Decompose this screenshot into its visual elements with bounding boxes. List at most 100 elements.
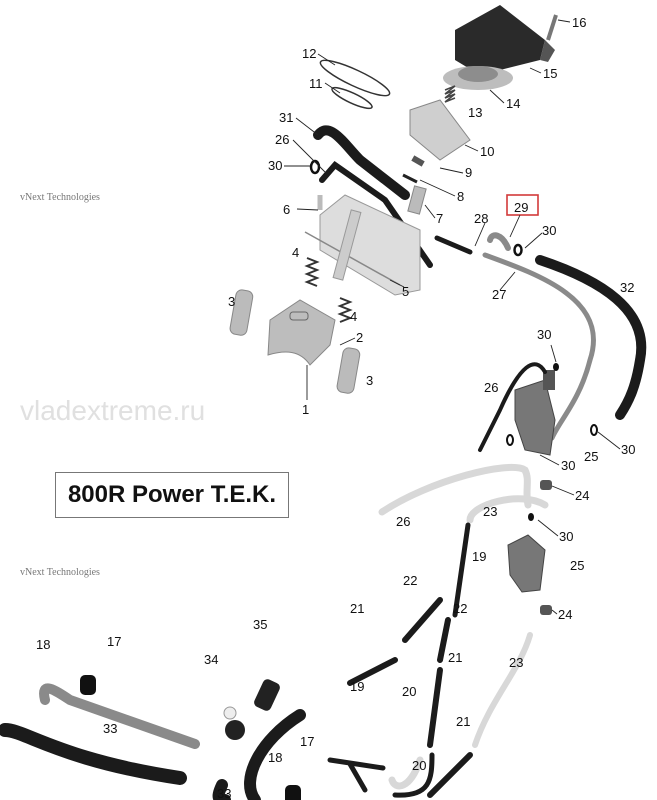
part-spring-13	[444, 85, 456, 103]
elbow-20	[388, 756, 424, 790]
clamp-30	[309, 159, 321, 175]
callout-23[interactable]: 23	[483, 504, 497, 519]
filter-21a	[347, 657, 398, 686]
callout-11[interactable]: 11	[309, 76, 323, 91]
watermark-vnext-2: vNext Technologies	[20, 567, 100, 578]
part-cover	[455, 5, 558, 75]
callout-17-b[interactable]: 17	[300, 734, 314, 749]
hose-22	[402, 597, 443, 643]
part-springs-4	[304, 257, 353, 323]
callout-30[interactable]: 30	[268, 158, 282, 173]
callout-8[interactable]: 8	[457, 189, 464, 204]
hose-23	[466, 495, 549, 524]
callout-4[interactable]: 4	[292, 245, 299, 260]
part-sleeves-3	[229, 289, 361, 394]
hose-26b	[478, 362, 547, 452]
part-o-rings	[319, 59, 391, 110]
callout-21[interactable]: 21	[350, 601, 364, 616]
callout-16[interactable]: 16	[572, 15, 586, 30]
callout-1[interactable]: 1	[302, 402, 309, 417]
callout-23-b[interactable]: 23	[509, 655, 523, 670]
part-diaphragm	[443, 66, 513, 90]
callout-30-e[interactable]: 30	[621, 442, 635, 457]
callout-25-b[interactable]: 25	[570, 558, 584, 573]
filter-21b	[427, 667, 443, 748]
clamp-30b	[513, 243, 523, 257]
callout-18[interactable]: 18	[36, 637, 50, 652]
callout-2[interactable]: 2	[356, 330, 363, 345]
callout-30-b[interactable]: 30	[542, 223, 556, 238]
callout-9[interactable]: 9	[465, 165, 472, 180]
callout-26-b[interactable]: 26	[484, 380, 498, 395]
callout-24[interactable]: 24	[575, 488, 589, 503]
callout-20-b[interactable]: 20	[412, 758, 426, 773]
callout-34[interactable]: 34	[204, 652, 218, 667]
part-base-1	[267, 209, 362, 366]
callout-3[interactable]: 3	[228, 294, 235, 309]
y-fitting-19	[452, 522, 471, 618]
callout-21-c[interactable]: 21	[456, 714, 470, 729]
callout-13[interactable]: 13	[468, 105, 482, 120]
callout-6[interactable]: 6	[283, 202, 290, 217]
valve-25-upper	[514, 370, 556, 456]
hose-26c	[378, 463, 532, 516]
callout-4-b[interactable]: 4	[350, 309, 357, 324]
hose-32	[535, 255, 647, 420]
watermark-site: vladextreme.ru	[20, 395, 205, 426]
callout-25[interactable]: 25	[584, 449, 598, 464]
callout-20[interactable]: 20	[402, 684, 416, 699]
callout-3-b[interactable]: 3	[366, 373, 373, 388]
callouts: 16 15 12 11 14 13 31 10 26 30 9 8 7 6 28…	[36, 15, 635, 800]
callout-12[interactable]: 12	[302, 46, 316, 61]
callout-28[interactable]: 28	[474, 211, 488, 226]
watermark-vnext: vNext Technologies	[20, 192, 100, 203]
callout-32[interactable]: 32	[620, 280, 634, 295]
callout-21-b[interactable]: 21	[448, 650, 462, 665]
hose-23b	[472, 632, 533, 748]
callout-18-b[interactable]: 18	[268, 750, 282, 765]
callout-14[interactable]: 14	[506, 96, 520, 111]
callout-29[interactable]: 29	[514, 200, 528, 215]
callout-26[interactable]: 26	[275, 132, 289, 147]
clamp-34	[223, 706, 245, 740]
sleeve-35	[254, 679, 280, 711]
hose-18	[39, 683, 200, 749]
leader-lines	[284, 19, 621, 615]
clamp-24	[540, 480, 552, 615]
callout-35[interactable]: 35	[253, 617, 267, 632]
callout-27[interactable]: 27	[492, 287, 506, 302]
callout-5[interactable]: 5	[402, 284, 409, 299]
callout-15[interactable]: 15	[543, 66, 557, 81]
clamp-17	[80, 675, 301, 800]
elbow-29	[487, 232, 511, 251]
callout-26-c[interactable]: 26	[396, 514, 410, 529]
callout-33[interactable]: 33	[103, 721, 117, 736]
hose-27	[482, 252, 596, 441]
callout-33-b[interactable]: 33	[217, 786, 231, 800]
part-small-items	[402, 155, 427, 215]
callout-19-b[interactable]: 19	[350, 679, 364, 694]
highlight-box	[506, 194, 539, 216]
callout-30-f[interactable]: 30	[559, 529, 573, 544]
valve-25-lower	[507, 513, 546, 593]
part-housing-6	[304, 194, 421, 296]
hose-31	[313, 125, 410, 200]
callout-10[interactable]: 10	[480, 144, 494, 159]
callout-19[interactable]: 19	[472, 549, 486, 564]
filter-21c	[427, 752, 473, 798]
callout-7[interactable]: 7	[436, 211, 443, 226]
callout-22-b[interactable]: 22	[453, 601, 467, 616]
callout-24-b[interactable]: 24	[558, 607, 572, 622]
callout-22[interactable]: 22	[403, 573, 417, 588]
part-valve-body-10	[409, 99, 471, 161]
watermark-group: vNext Technologies vNext Technologies	[20, 192, 100, 578]
hose-20	[392, 752, 435, 798]
callout-30-d[interactable]: 30	[561, 458, 575, 473]
hose-18b	[244, 709, 306, 800]
callout-17[interactable]: 17	[107, 634, 121, 649]
callout-31[interactable]: 31	[279, 110, 293, 125]
callout-30-c[interactable]: 30	[537, 327, 551, 342]
clamps-30c	[506, 363, 598, 446]
hose-22b	[437, 617, 451, 663]
